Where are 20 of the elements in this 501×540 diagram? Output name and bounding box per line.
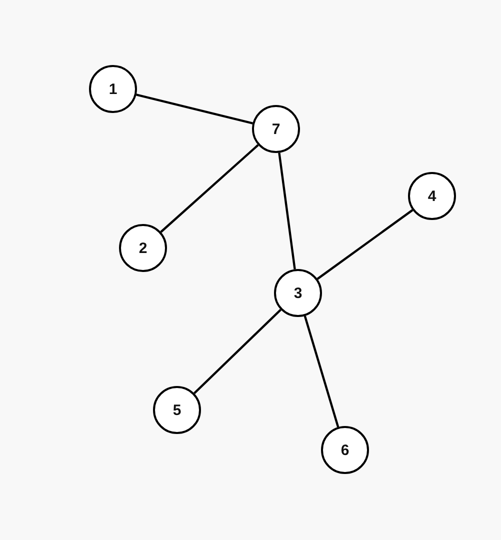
node-label: 2 [138, 240, 148, 256]
node-circle [252, 105, 300, 153]
node-label: 6 [340, 442, 350, 458]
connector-line [278, 152, 296, 270]
connector-line [304, 316, 340, 428]
node-circle [321, 426, 369, 474]
node-circle [274, 269, 322, 317]
connector-line [136, 94, 253, 124]
connector-line [160, 144, 259, 233]
node-circle [119, 224, 167, 272]
node-circle [89, 65, 137, 113]
node-label: 3 [294, 286, 302, 300]
connector-line [194, 308, 282, 394]
node-label: 7 [272, 122, 280, 136]
node-label: 5 [172, 402, 182, 418]
node-label: 4 [428, 188, 436, 204]
node-label: 1 [108, 82, 118, 96]
node-circle [408, 172, 456, 220]
connector-line [316, 209, 414, 280]
node-circle [153, 386, 201, 434]
